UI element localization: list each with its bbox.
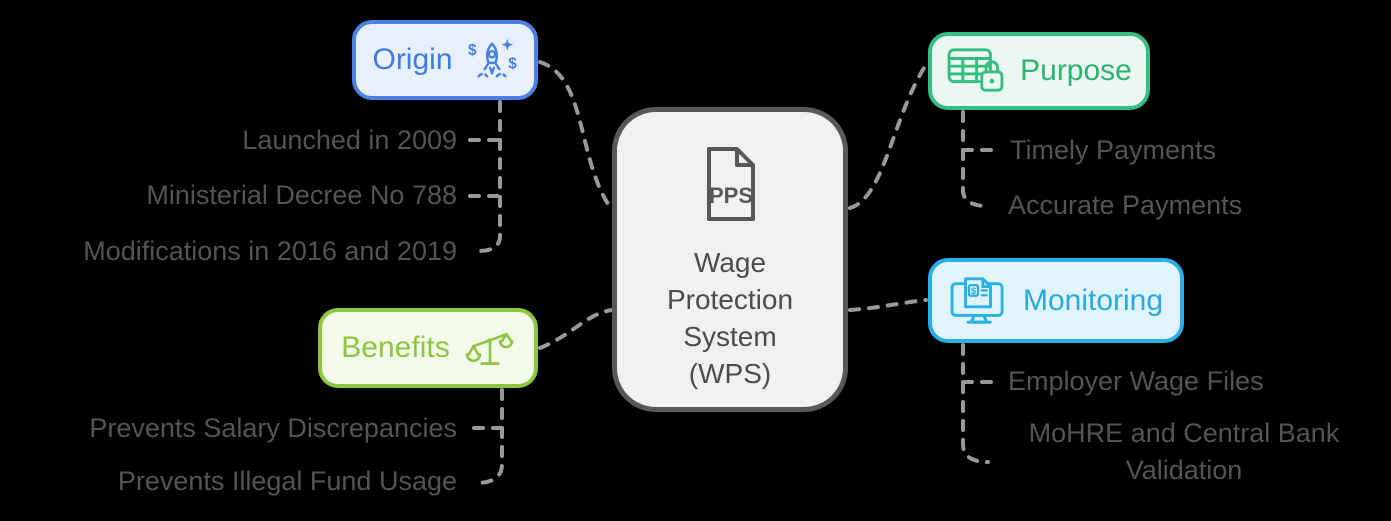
origin-item-modifications: Modifications in 2016 and 2019 xyxy=(83,236,457,266)
connector-center-to-monitoring xyxy=(848,298,928,312)
origin-item-launched: Launched in 2009 xyxy=(242,125,457,155)
purpose-label: Purpose xyxy=(1020,54,1132,87)
connector-monitoring-leaf-line xyxy=(961,343,990,464)
monitoring-item-mohre-validation: MoHRE and Central Bank Validation xyxy=(1028,418,1340,485)
central-node-wps: PPS Wage Protection System (WPS) xyxy=(612,107,848,412)
branch-node-benefits: Benefits xyxy=(318,308,538,388)
monitoring-label: Monitoring xyxy=(1022,283,1164,317)
branch-node-origin: Origin $ $ xyxy=(352,20,538,100)
connector-origin-leaf-line xyxy=(476,100,502,253)
branch-node-purpose: Purpose xyxy=(928,32,1150,110)
benefits-item-salary-discrepancies: Prevents Salary Discrepancies xyxy=(89,413,457,443)
balance-scales-icon xyxy=(465,332,513,365)
benefits-label: Benefits xyxy=(341,331,450,364)
purpose-item-timely-payments: Timely Payments xyxy=(1010,135,1217,165)
pps-icon-text: PPS xyxy=(709,183,753,208)
monitoring-item-employer-wage-files: Employer Wage Files xyxy=(1008,366,1264,396)
monitor-invoice-icon: $ xyxy=(950,276,1004,324)
connector-benefits-leaf-line xyxy=(474,388,504,485)
rocket-with-dollars-icon: $ $ xyxy=(468,38,517,78)
connector-center-to-purpose xyxy=(848,66,926,210)
pps-document-icon: PPS xyxy=(707,147,755,221)
purpose-item-accurate-payments: Accurate Payments xyxy=(1008,190,1243,220)
svg-text:$: $ xyxy=(468,42,477,59)
origin-label: Origin xyxy=(372,43,453,76)
connector-origin-to-center xyxy=(538,60,614,212)
spreadsheet-lock-icon xyxy=(947,48,1004,92)
branch-node-monitoring: $ Monitoring xyxy=(928,258,1184,343)
connector-benefits-to-center xyxy=(538,308,614,350)
benefits-item-illegal-fund-usage: Prevents Illegal Fund Usage xyxy=(117,466,457,496)
origin-item-decree: Ministerial Decree No 788 xyxy=(146,180,457,210)
central-node-title: Wage Protection System (WPS) xyxy=(666,247,794,389)
svg-text:$: $ xyxy=(508,56,517,73)
connector-purpose-leaf-line xyxy=(961,110,990,208)
svg-text:$: $ xyxy=(971,285,977,296)
